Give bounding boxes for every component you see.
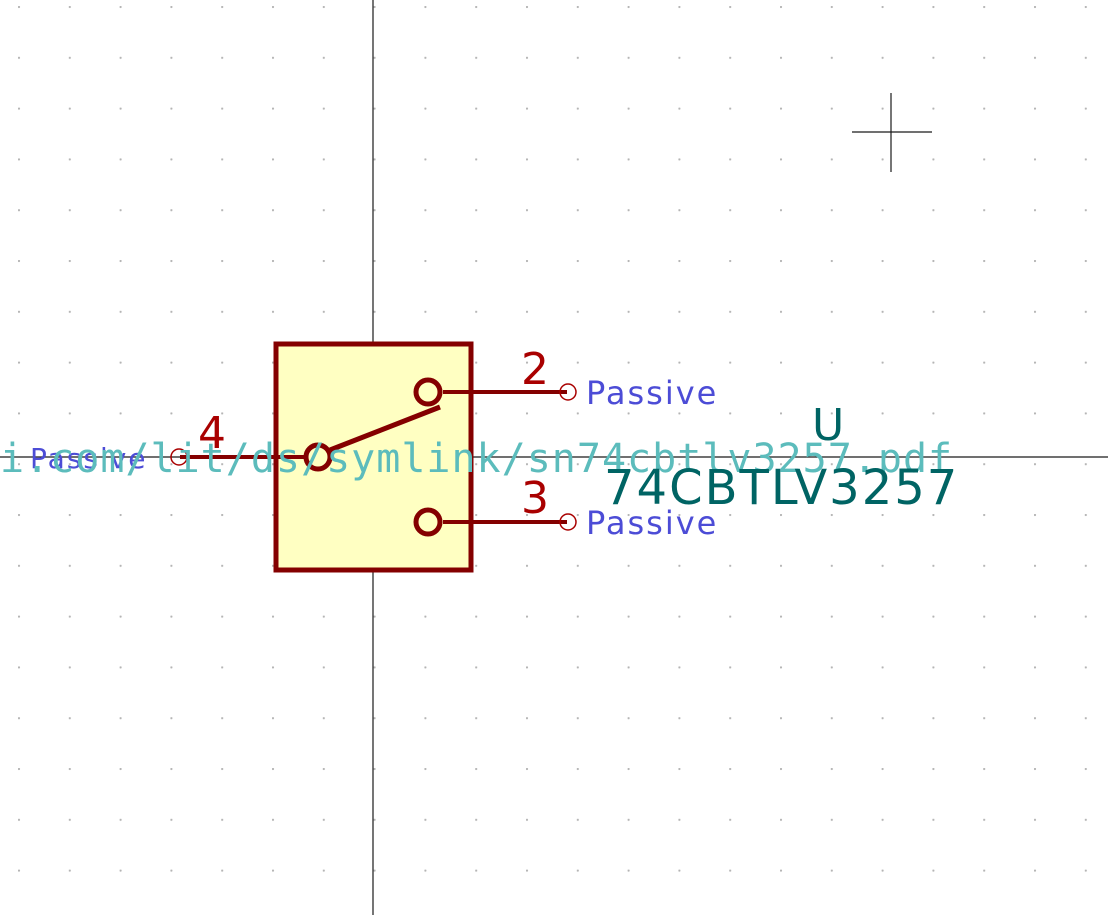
datasheet-field[interactable]: i.com/lit/ds/symlink/sn74cbtlv3257.pdf: [0, 436, 953, 482]
pin-3[interactable]: [443, 513, 577, 531]
pin-4-type: Passive: [30, 442, 148, 475]
pin-3-type: Passive: [586, 504, 718, 542]
pin-4-number: 4: [198, 408, 226, 459]
pin-2-type: Passive: [586, 374, 718, 412]
pin-4[interactable]: [170, 448, 304, 466]
pin-3-number: 3: [521, 473, 549, 524]
value-field[interactable]: 74CBTLV3257: [604, 460, 959, 516]
switch-graphic: [303, 377, 443, 537]
cursor-crosshair-icon: [852, 93, 932, 172]
pin-2-number: 2: [521, 344, 549, 395]
pin-2[interactable]: [443, 383, 577, 401]
reference-field[interactable]: U: [812, 400, 844, 451]
